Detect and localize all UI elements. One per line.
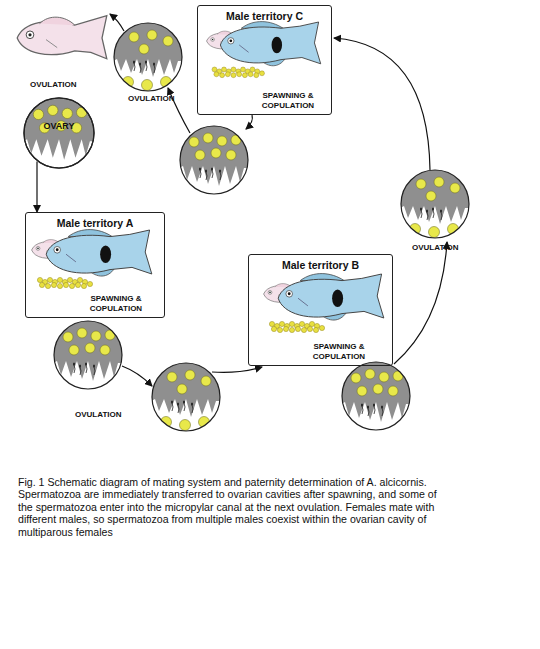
sperm-symbol — [361, 404, 383, 417]
box-title: Male territory C — [198, 10, 331, 22]
spawning-pair — [207, 22, 321, 78]
process-label: OVULATION — [128, 94, 175, 103]
flow-arrow — [36, 161, 37, 212]
sperm-symbol — [420, 208, 442, 221]
cycle-arrow — [122, 366, 152, 386]
cycle-arrow — [334, 38, 430, 170]
process-label: OVULATION — [412, 243, 459, 252]
figure-caption: Fig. 1 Schematic diagram of mating syste… — [18, 476, 443, 538]
stage-label: SPAWNING & COPULATION — [305, 342, 373, 361]
process-label: OVULATION — [75, 410, 122, 419]
ovary-circle: OVARY — [23, 97, 95, 169]
sperm-symbol — [73, 363, 95, 376]
cycle-arrow — [110, 14, 124, 31]
cycle-arrow — [212, 367, 262, 372]
box-title: Male territory A — [26, 217, 164, 229]
territory-box: Male territory A SPAWNING & COPULATION — [25, 212, 165, 318]
cycle-arrow — [246, 115, 252, 129]
ovary-section — [113, 22, 183, 92]
spawning-pair — [32, 230, 152, 289]
cycle-arrows — [110, 14, 447, 386]
spawning-pair — [264, 274, 384, 333]
ovary-section — [151, 362, 221, 432]
box-title: Male territory B — [249, 259, 392, 271]
sperm-symbol — [171, 401, 193, 414]
part-name: OVARY — [23, 121, 95, 131]
stage-label: SPAWNING & COPULATION — [82, 294, 150, 313]
sperm-symbol — [199, 168, 221, 181]
territory-box: Male territory B SPAWNING & COPULATION — [248, 254, 393, 366]
ovary-section — [179, 125, 249, 195]
territory-box: Male territory C SPAWNING & COPULATION — [197, 5, 332, 115]
female-fish — [17, 16, 107, 59]
process-label: OVULATION — [30, 80, 77, 89]
cycle-arrow — [394, 242, 447, 364]
ovary-section — [341, 361, 411, 431]
ovary-section — [400, 169, 470, 239]
stage-label: SPAWNING & COPULATION — [254, 91, 322, 110]
circle-outline — [23, 97, 95, 169]
circle-outline-shape — [24, 98, 94, 168]
sperm-symbol — [133, 61, 155, 74]
ovary-section — [53, 320, 123, 390]
ovary-section — [23, 97, 95, 169]
